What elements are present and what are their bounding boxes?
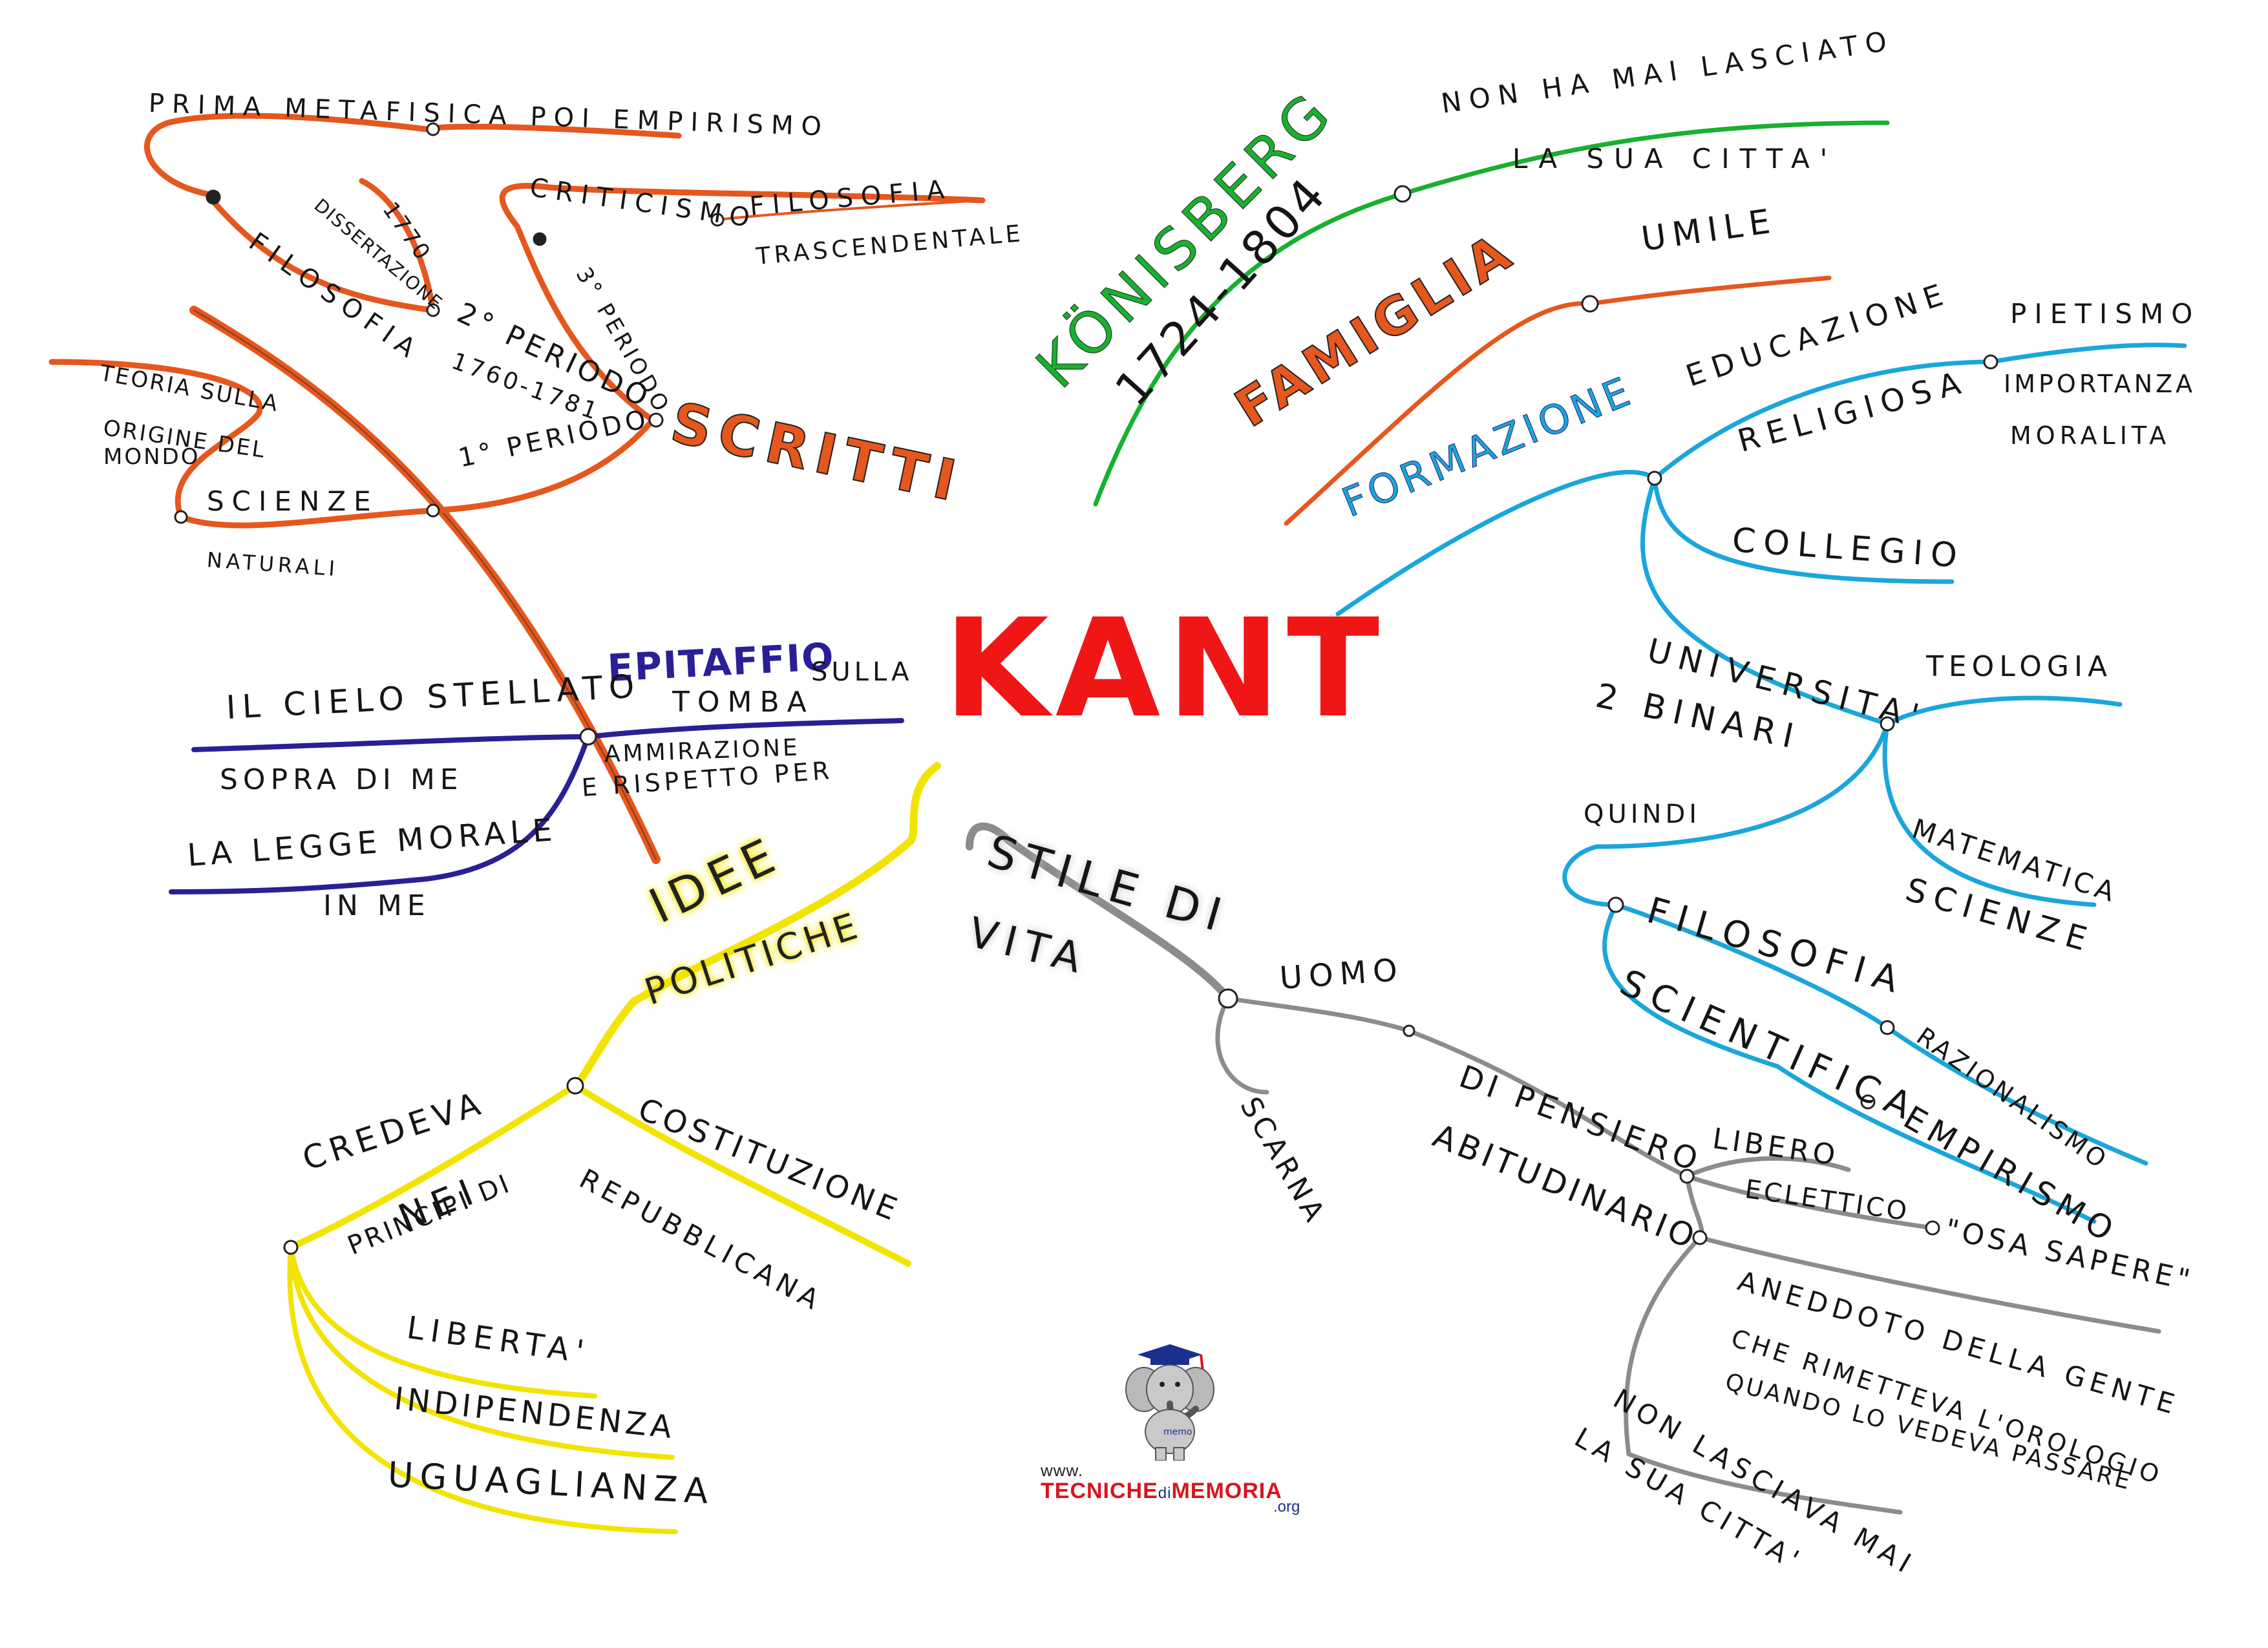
- node-dot: [1647, 470, 1662, 486]
- branch-idee-main: [571, 762, 941, 1090]
- node-dot: [1607, 896, 1624, 913]
- node-dot: [1394, 185, 1412, 203]
- node-dot: [1403, 1024, 1415, 1037]
- node-dot: [579, 728, 597, 746]
- branch-dissertazione: [359, 178, 436, 313]
- branch-scritti-main-outline: [193, 310, 657, 860]
- branch-credeva: [288, 1083, 578, 1251]
- node-dot: [1880, 716, 1895, 732]
- epitaffio-in-me: IN ME: [323, 889, 430, 922]
- branch-prima-metafisica: [144, 112, 682, 197]
- branch-libero: [1684, 1156, 1851, 1179]
- node-dot: [174, 510, 188, 524]
- branch-quindi: [1562, 721, 1890, 907]
- formazione-teologia: TEOLOGIA: [1926, 650, 2113, 683]
- branch-formazione: [1335, 470, 1657, 617]
- node-dot: [1880, 1020, 1895, 1035]
- branch-costituzione: [572, 1083, 911, 1267]
- branch-filosofia: [204, 191, 436, 313]
- branch-criticismo: [499, 183, 986, 423]
- epitaffio-tomba: TOMBA: [672, 686, 814, 719]
- branch-epitaffio-bottom: [169, 734, 591, 894]
- branch-indipendenza: [288, 1245, 675, 1460]
- branch-matematica: [1882, 721, 2097, 907]
- scritti-mondo: MONDO: [103, 444, 200, 470]
- logo-url: www.: [1041, 1461, 1084, 1480]
- node-dot: [1925, 1220, 1940, 1236]
- branch-eclettico: [1684, 1174, 1935, 1231]
- node-dot: [426, 122, 440, 136]
- branch-trascendentale: [716, 199, 984, 221]
- logo-name: TECNICHEdiMEMORIA: [1041, 1479, 1282, 1504]
- branch-liberta: [288, 1245, 597, 1399]
- epitaffio-title: EPITAFFIO: [606, 634, 836, 690]
- node-dot: [1692, 1230, 1708, 1245]
- epitaffio-sopra: SOPRA DI ME: [220, 763, 463, 796]
- branch-educazione: [1652, 343, 2187, 481]
- node-dot: [1679, 1168, 1695, 1184]
- branch-uomo: [1225, 996, 1690, 1179]
- node-dot: [648, 412, 664, 428]
- logo-name-di: di: [1158, 1484, 1172, 1502]
- node-dot: [533, 232, 547, 246]
- formazione-quindi: QUINDI: [1584, 799, 1701, 829]
- branch-collegio: [1652, 476, 1955, 584]
- node-dot: [1983, 354, 1998, 370]
- branch-non-lasciava: [1624, 1235, 1903, 1515]
- logo-name-b: MEMORIA: [1171, 1479, 1282, 1503]
- branch-scarna: [1215, 996, 1269, 1095]
- elephant-mascot-icon: memo: [1125, 1344, 1214, 1461]
- node-dot: [1860, 1094, 1876, 1110]
- branch-aneddoto: [1684, 1174, 2161, 1334]
- site-logo[interactable]: memo www. TECNICHEdiMEMORIA .org: [1034, 1344, 1319, 1516]
- node-dot: [426, 303, 440, 317]
- epitaffio-sulla: SULLA: [811, 657, 913, 687]
- central-topic: KANT: [944, 589, 1386, 748]
- stile-uomo: UOMO: [1278, 951, 1405, 997]
- node-dot: [1581, 295, 1599, 313]
- branch-stile-main: [966, 822, 1232, 1002]
- formazione-pietismo: PIETISMO: [2010, 298, 2201, 330]
- logo-badge: memo: [1163, 1427, 1192, 1437]
- node-dot: [283, 1240, 299, 1255]
- konigsberg-la-sua-citta: LA SUA CITTA': [1512, 143, 1838, 174]
- node-dot: [566, 1077, 584, 1095]
- branch-scientifica: [1602, 902, 2097, 1224]
- formazione-importanza: IMPORTANZA: [2004, 370, 2196, 398]
- branch-teologia: [1885, 695, 2123, 726]
- scritti-scienze: SCIENZE: [207, 485, 379, 517]
- logo-name-a: TECNICHE: [1041, 1479, 1158, 1503]
- node-dot: [426, 503, 440, 518]
- node-dot: [206, 189, 221, 205]
- branch-uguaglianza: [287, 1245, 678, 1534]
- branch-famiglia: [1284, 275, 1832, 526]
- logo-org: .org: [1273, 1498, 1300, 1516]
- node-dot: [710, 213, 725, 227]
- node-dot: [1218, 988, 1238, 1009]
- formazione-moralita: MORALITA: [2010, 421, 2171, 450]
- branch-universita: [1640, 476, 1890, 726]
